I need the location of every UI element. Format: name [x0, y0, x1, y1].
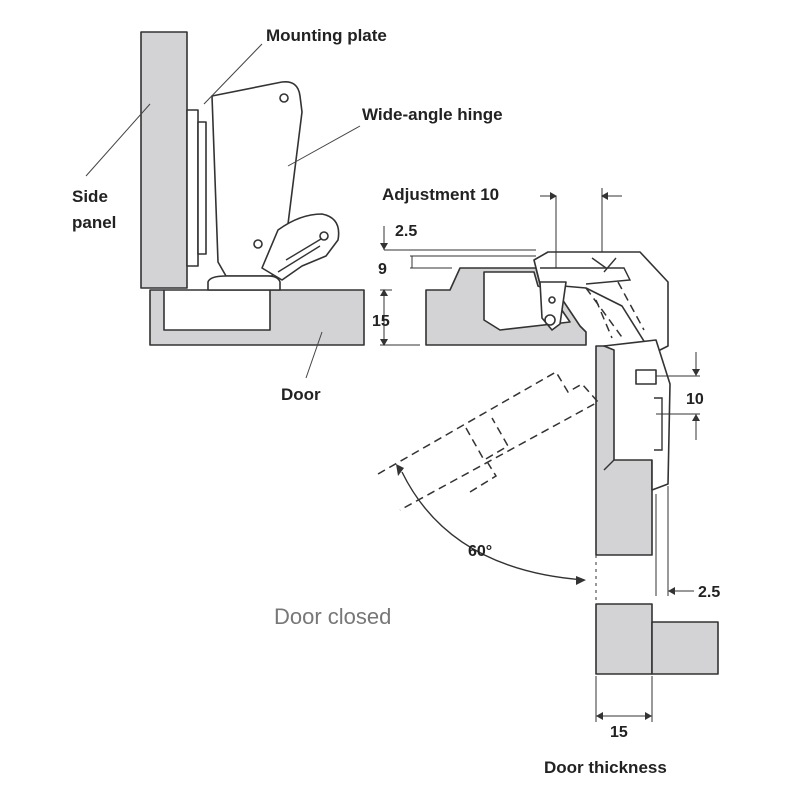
dim-arrow — [380, 243, 388, 250]
dashed-motion — [617, 281, 645, 331]
closed-view: Mounting plate Wide-angle hinge Side pan… — [72, 26, 503, 629]
mount-detail — [603, 459, 615, 471]
angle-arc — [401, 471, 585, 581]
door-open-cup — [465, 417, 510, 462]
door-open-60 — [377, 370, 600, 511]
dim-arrow — [692, 414, 700, 421]
dim-arrow — [692, 369, 700, 376]
leader-side-panel — [85, 103, 151, 177]
hinge-cup — [207, 275, 281, 291]
hinge-pivot — [279, 93, 289, 103]
label-mounting-plate: Mounting plate — [266, 26, 387, 45]
housing-detail — [603, 257, 617, 273]
dim-arrow — [550, 192, 557, 200]
dim-10-ext — [656, 375, 700, 415]
dim-angle: 60° — [468, 543, 492, 560]
hinge-linkage — [261, 213, 340, 281]
dim-2-5-bottom-ext — [655, 486, 669, 596]
dim-9: 9 — [378, 261, 387, 278]
dim-2-5-top: 2.5 — [395, 223, 417, 240]
label-wide-angle-hinge: Wide-angle hinge — [362, 105, 503, 124]
adj-ext-lines — [555, 188, 603, 268]
label-door: Door — [281, 385, 321, 404]
dim-arrow — [668, 587, 675, 595]
adjust-screw — [635, 369, 657, 385]
hinge-pivot — [253, 239, 263, 249]
dim-2-5-bottom: 2.5 — [698, 584, 720, 601]
mounting-plate-base — [197, 121, 207, 255]
dim-arrow — [645, 712, 652, 720]
dashed-motion — [595, 299, 613, 339]
linkage-pivot — [548, 296, 556, 304]
dim-10: 10 — [686, 391, 704, 408]
dim-arrow — [596, 712, 603, 720]
mount-slot — [654, 397, 663, 451]
hinge-pivot — [319, 231, 329, 241]
hinge-linkage-bar — [277, 245, 321, 273]
side-panel-bottom — [595, 603, 653, 675]
housing-detail — [591, 257, 607, 269]
dashed-motion — [585, 287, 625, 341]
label-panel: panel — [72, 213, 116, 232]
arc-arrow — [396, 464, 404, 476]
side-panel — [140, 31, 188, 289]
dim-15-bottom-ext — [595, 676, 653, 722]
dim-15-bottom: 15 — [610, 724, 628, 741]
dim-15-left: 15 — [372, 313, 390, 330]
arc-arrow — [576, 576, 586, 585]
dim-arrow — [601, 192, 608, 200]
dim-9-ext — [410, 255, 536, 269]
label-door-thickness: Door thickness — [544, 758, 667, 777]
label-door-closed: Door closed — [274, 604, 391, 629]
mounting-plate — [186, 109, 199, 267]
hinge-linkage-bar — [285, 235, 327, 261]
carcase-bottom — [651, 621, 719, 675]
dim-adjustment: Adjustment 10 — [382, 185, 499, 204]
dim-arrow — [380, 339, 388, 346]
leader-mounting-plate — [203, 43, 263, 105]
housing-detail — [540, 267, 632, 285]
open-view: 60° Adjustment 10 2.5 9 10 2.5 15 Door t… — [377, 185, 720, 777]
door-panel — [149, 289, 365, 346]
dim-arrow — [380, 289, 388, 296]
dim-15-left-ext — [380, 289, 420, 346]
leader-hinge — [287, 125, 361, 167]
label-side: Side — [72, 187, 108, 206]
linkage-pivot — [544, 314, 556, 326]
door-open-cup — [469, 459, 498, 493]
leader-door — [305, 331, 323, 379]
